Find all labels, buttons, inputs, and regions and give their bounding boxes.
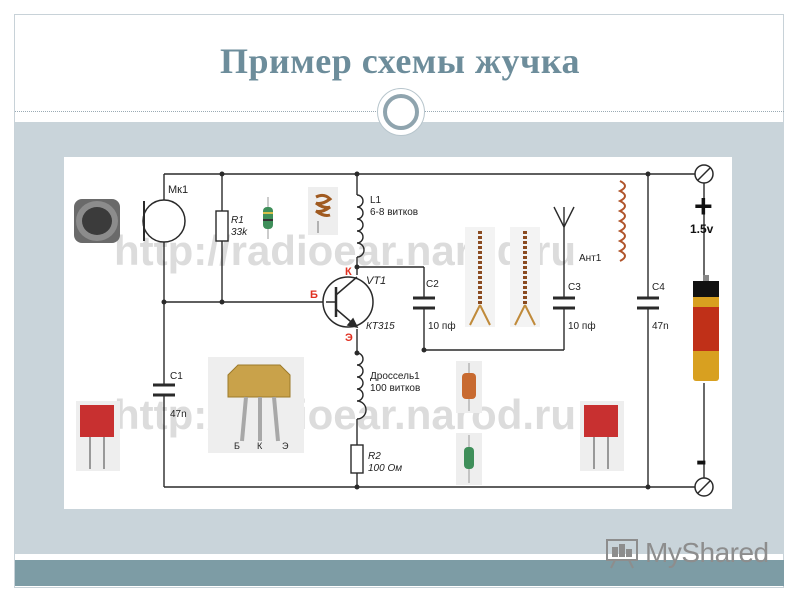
r2-name: R2 [368, 451, 381, 462]
r1-value: 33k [231, 227, 248, 238]
terminal-top [694, 164, 714, 184]
c4-capacitor [637, 296, 659, 310]
minus-sign: - [696, 442, 707, 478]
l1-name: L1 [370, 195, 382, 206]
microphone-symbol [142, 199, 186, 243]
c3-capacitor [553, 296, 575, 310]
transistor-model: КТ315 [366, 321, 395, 332]
choke-photo [456, 361, 482, 413]
resistor-photo-1 [263, 197, 273, 239]
terminal-bottom [694, 477, 714, 497]
c2-value: 10 пф [428, 320, 456, 332]
c1-capacitor [153, 383, 175, 397]
c1-value: 47n [170, 409, 187, 420]
divider-circle-inner [383, 94, 419, 130]
r1-resistor [215, 210, 229, 242]
microphone-photo [74, 199, 120, 243]
l1-coil [356, 194, 365, 258]
base-label: Б [310, 289, 318, 301]
c2-capacitor [413, 296, 435, 310]
choke-name: Дроссель1 [370, 371, 420, 382]
l1-value: 6-8 витков [370, 207, 418, 218]
transistor-symbol [322, 276, 374, 329]
slide-title: Пример схемы жучка [219, 41, 581, 81]
antenna-coil-photo [617, 180, 626, 262]
c1-name: C1 [170, 371, 183, 382]
circuit-diagram: http://radioear.narod.ru http://radioear… [64, 157, 732, 509]
twisted-capacitor-photo-2 [510, 227, 540, 327]
watermark-top: http://radioear.narod.ru [114, 227, 576, 274]
choke-coil [356, 352, 367, 420]
battery-photo [689, 275, 721, 383]
antenna-label: Ант1 [579, 253, 602, 264]
transistor-name: VT1 [366, 275, 386, 287]
resistor-photo-2 [456, 433, 482, 485]
c2-name: C2 [426, 279, 439, 290]
voltage-label: 1.5v [690, 222, 714, 236]
footer-band [15, 560, 784, 586]
r2-value: 100 Ом [368, 463, 402, 474]
plus-sign: + [694, 188, 713, 224]
red-capacitor-photo-right [580, 401, 624, 471]
choke-value: 100 витков [370, 383, 420, 394]
c4-value: 47n [652, 321, 669, 332]
myshared-logo [606, 539, 638, 569]
pin-label-k: К [257, 441, 263, 451]
c3-value: 10 пф [568, 320, 596, 332]
transistor-photo [208, 357, 304, 453]
c3-name: C3 [568, 282, 581, 293]
emitter-label: Э [345, 332, 353, 344]
coil-photo [308, 187, 338, 235]
r2-resistor [350, 444, 364, 474]
pin-label-b: Б [234, 441, 240, 451]
twisted-capacitor-photo-1 [465, 227, 495, 327]
logo-text: MyShared [645, 537, 769, 568]
watermark-bottom: http://radioear.narod.ru [114, 391, 576, 438]
collector-label: К [345, 266, 352, 278]
r1-name: R1 [231, 215, 244, 226]
presentation-icon [606, 539, 638, 569]
red-capacitor-photo-left [76, 401, 120, 471]
c4-name: C4 [652, 282, 665, 293]
mic-label: Мк1 [168, 184, 188, 196]
pin-label-e: Э [282, 441, 289, 451]
